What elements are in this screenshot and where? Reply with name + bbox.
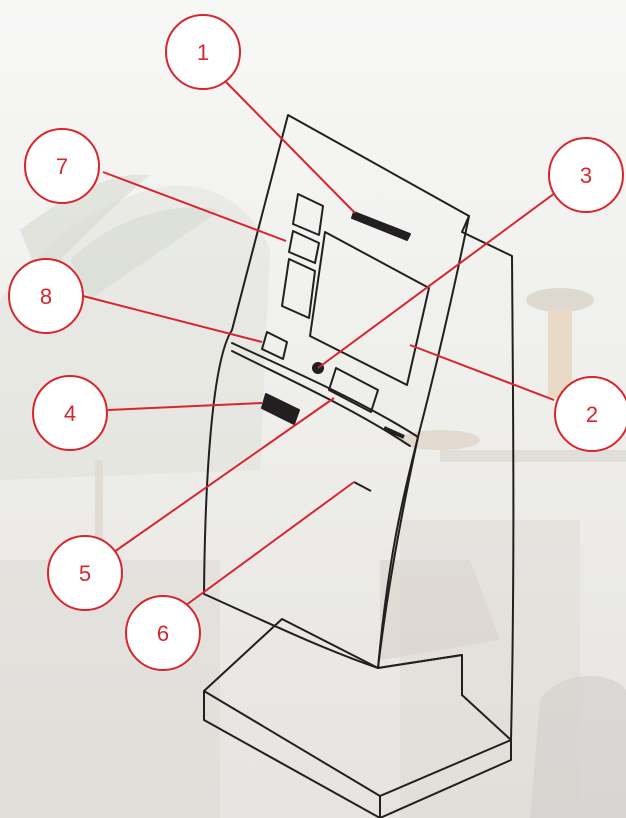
pin-button: [261, 331, 288, 360]
card-reader-slot: [351, 211, 411, 241]
callout-2: 2: [554, 376, 626, 452]
callout-8-label: 8: [40, 284, 52, 309]
callouts: 1 2 3 4 5 6 7 8: [8, 14, 626, 671]
leader-lines: [82, 81, 556, 612]
callout-7-label: 7: [56, 154, 68, 179]
callout-2-label: 2: [586, 402, 598, 427]
leader-6: [177, 481, 355, 612]
leader-1: [225, 81, 356, 214]
callout-6-label: 6: [157, 621, 169, 646]
callout-5: 5: [47, 535, 123, 611]
callout-1: 1: [165, 14, 241, 90]
callout-1-label: 1: [197, 40, 209, 65]
coin-slot: [353, 481, 372, 492]
callout-7: 7: [24, 128, 100, 204]
leader-7: [102, 171, 287, 242]
brand-mark: [383, 426, 405, 439]
callout-3-label: 3: [580, 163, 592, 188]
kiosk-side-panel: [461, 215, 515, 741]
leader-4: [107, 402, 263, 411]
callout-4-label: 4: [64, 401, 76, 426]
touch-screen: [309, 231, 430, 386]
top-left-slot-a: [292, 193, 324, 236]
top-left-slot-b: [288, 230, 320, 264]
top-left-slot-c: [281, 258, 316, 319]
receipt-slot: [261, 393, 300, 425]
leader-8: [82, 295, 263, 343]
kiosk-base: [203, 618, 512, 797]
leader-5: [113, 397, 335, 553]
kiosk-components: [261, 193, 430, 492]
leader-3: [317, 192, 556, 369]
callout-4: 4: [32, 375, 108, 451]
cash-dispenser: [328, 367, 379, 413]
kiosk-outline: [203, 114, 515, 818]
leader-2: [409, 344, 555, 401]
callout-3: 3: [548, 137, 624, 213]
callout-6: 6: [125, 595, 201, 671]
callout-8: 8: [8, 258, 84, 334]
callout-5-label: 5: [79, 561, 91, 586]
